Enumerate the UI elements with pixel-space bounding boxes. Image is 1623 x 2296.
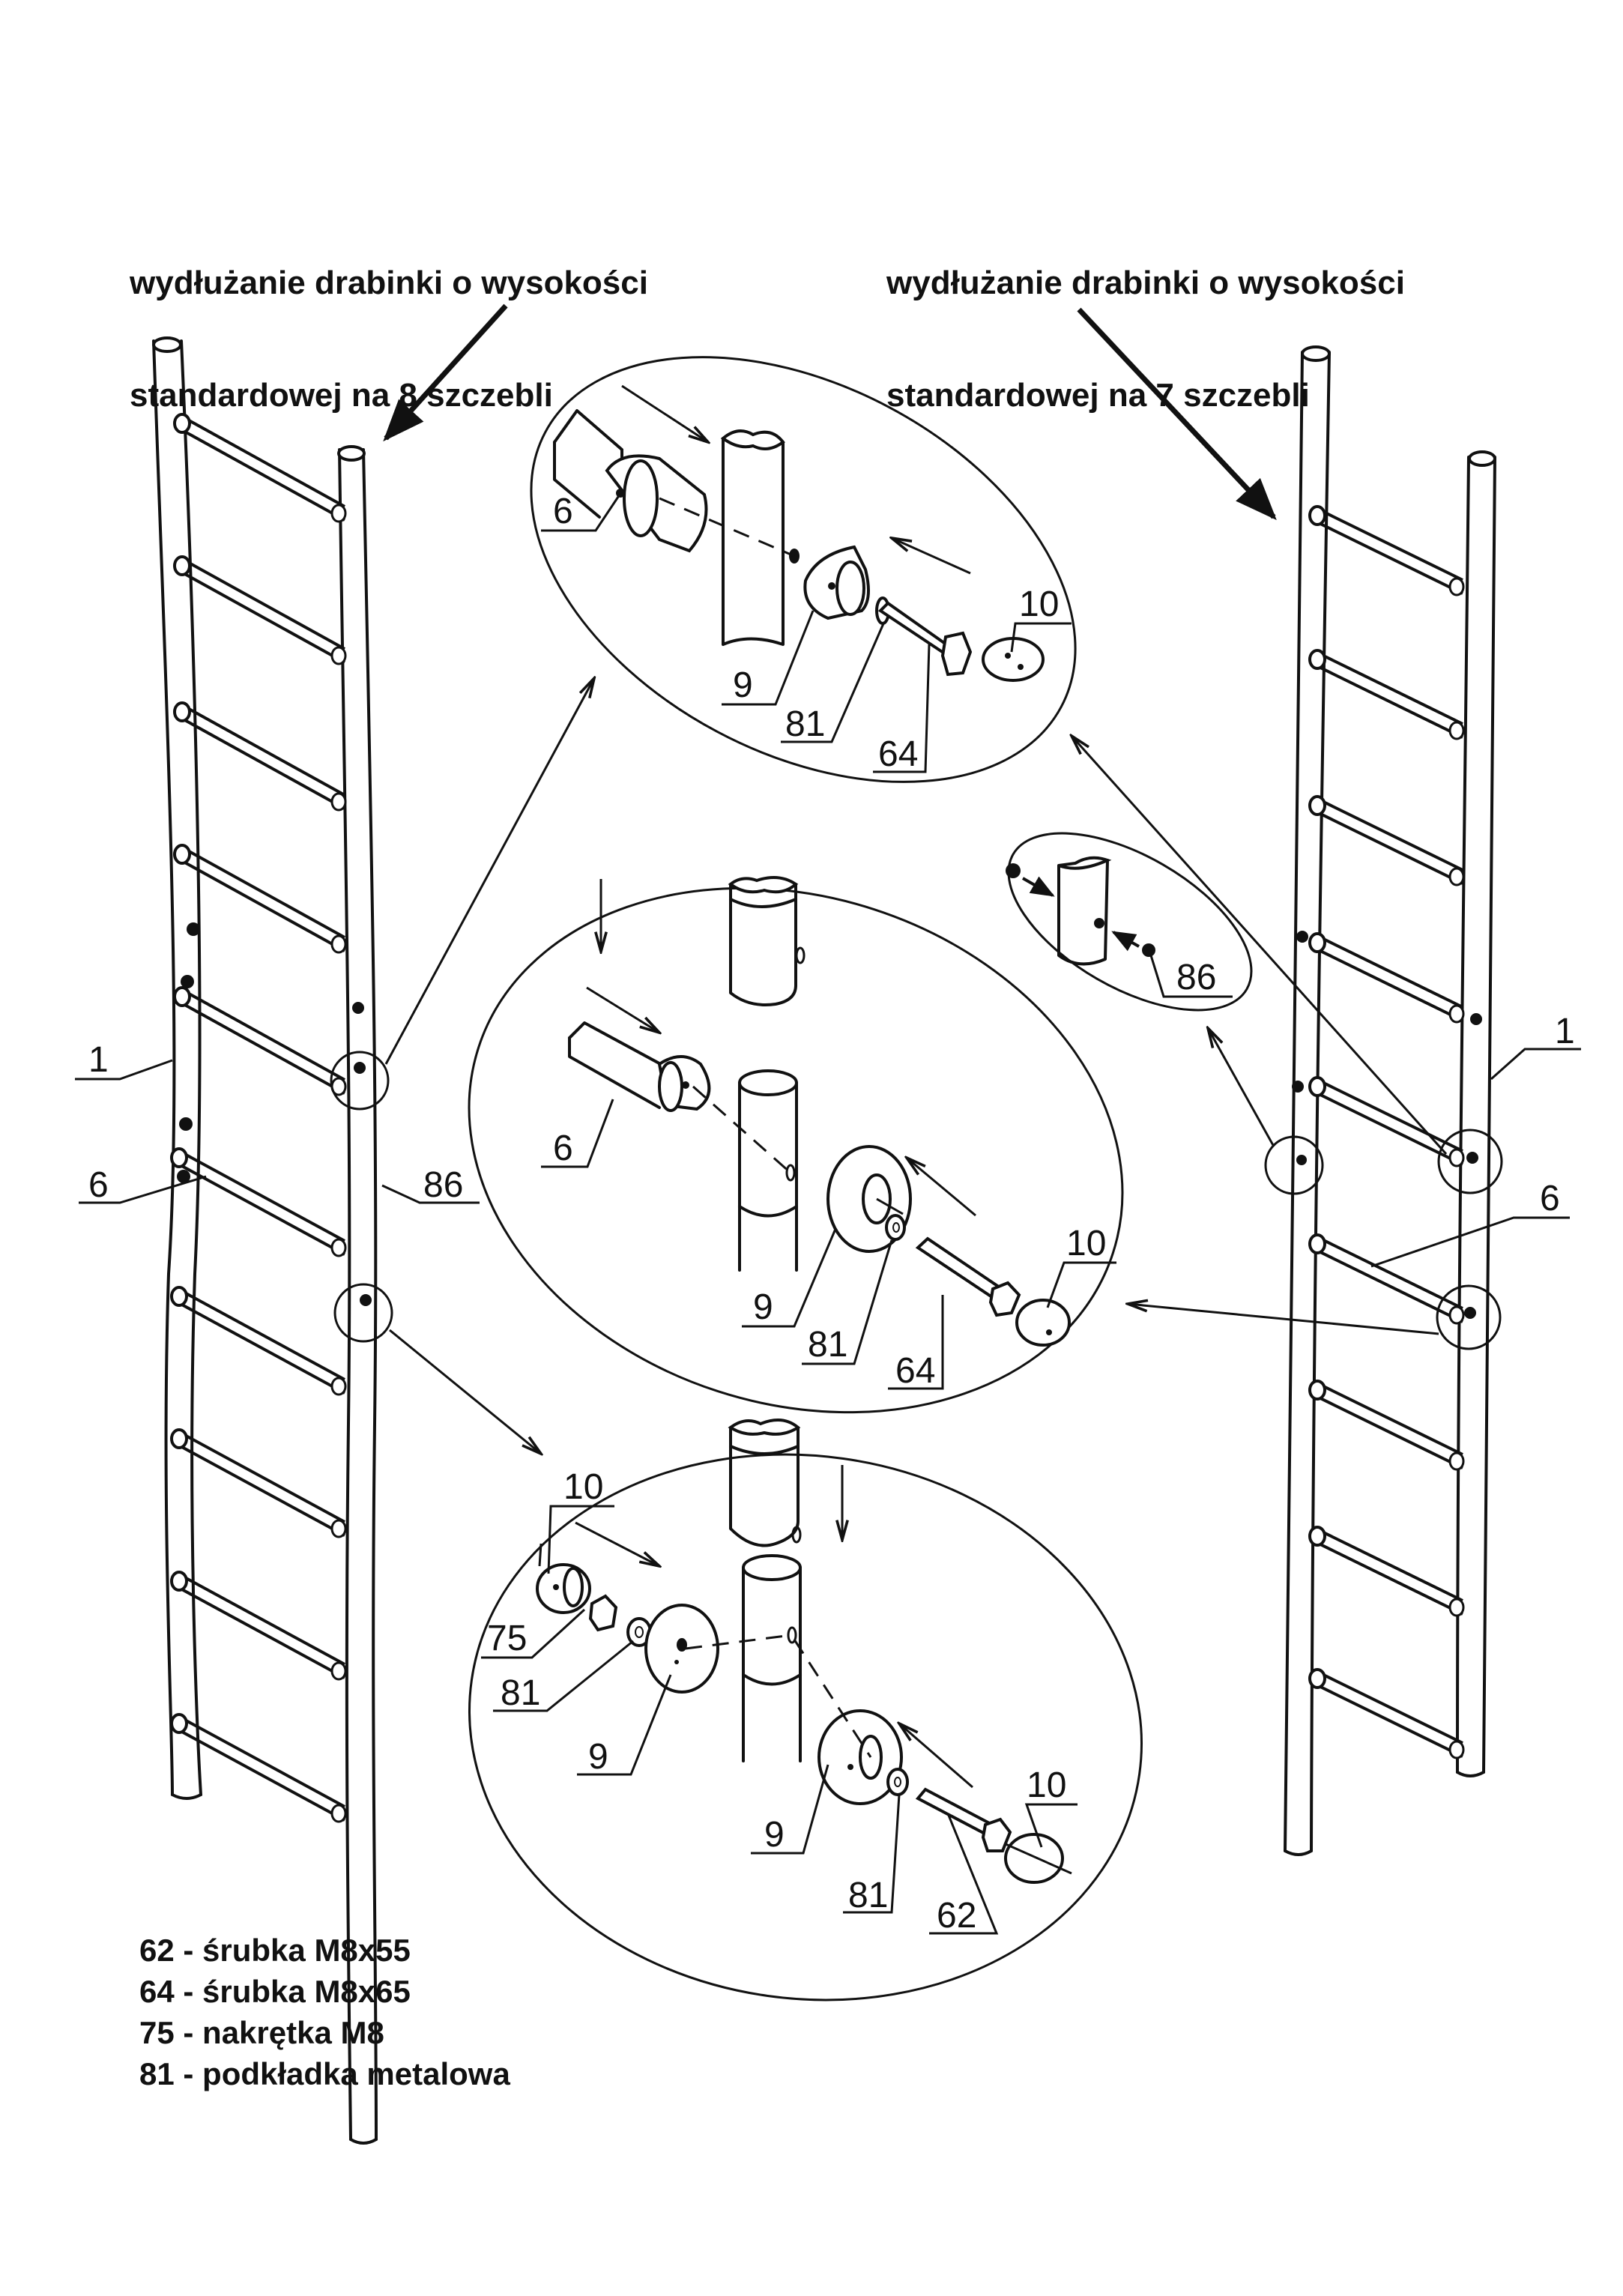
detail-bottom-label-81-left: 81 [501,1673,540,1713]
left-ladder [152,336,393,2145]
heading-left-line2: standardowej na 8 szczebli [130,377,553,414]
detail-pin: 86 [1006,832,1253,1012]
ladder-rung [1308,932,1465,1024]
ladder-rung [1308,1668,1465,1759]
right-ladder [1264,345,1503,1856]
heading-arrow-left [383,303,508,442]
detail-top-label-10: 10 [1019,584,1059,624]
detail-bottom-label-9-left: 9 [588,1737,608,1777]
left-label-86: 86 [423,1165,463,1205]
ladder-rung [1308,1526,1465,1617]
ladder-rung [173,701,347,812]
ladder-rung [170,1428,347,1538]
detail-middle [468,876,1124,1414]
rung-end-part [553,409,708,553]
ladder-rung [1308,1076,1465,1167]
leader-right-to-pin-detail [1208,1028,1275,1147]
right-ladder-callout-6: 6 [1370,1179,1570,1268]
left-label-1: 1 [88,1040,109,1080]
detail-bottom-label-62: 62 [937,1896,976,1936]
heading-right-line2: standardowej na 7 szczebli [886,377,1310,414]
detail-bottom-label-75: 75 [487,1619,527,1658]
detail-middle-label-81: 81 [808,1325,847,1365]
leader-right-to-top-detail [1072,736,1448,1155]
detail-middle-label-6: 6 [553,1129,573,1168]
heading-arrow-right [1077,307,1277,521]
detail-bottom-callouts: 10 75 81 9 9 81 62 10 [481,1467,1078,1936]
right-ladder-callout-1: 1 [1490,1012,1581,1081]
ladder-rung [1308,505,1465,596]
left-label-6: 6 [88,1165,109,1205]
ladder-rung [1308,795,1465,886]
ladder-rung [173,844,347,954]
legend-item: 62 - śrubka M8x55 [139,1933,411,1968]
ladder-rung [173,986,347,1096]
detail-middle-label-64: 64 [895,1351,935,1391]
left-ladder-callout-86: 86 [381,1165,480,1205]
detail-middle-callouts: 6 9 81 64 10 [541,1099,1116,1391]
legend-item: 64 - śrubka M8x65 [139,1974,411,2009]
ladder-rung [1308,1380,1465,1471]
heading-right: wydłużanie drabinki o wysokości standard… [886,190,1405,452]
left-ladder-detail-circle-1 [330,1051,390,1111]
ladder-rung [173,413,347,523]
ladder-rung [170,1147,347,1257]
detail-bottom-label-10-left: 10 [563,1467,603,1507]
left-ladder-callout-6: 6 [79,1165,207,1205]
detail-bottom-label-10-right: 10 [1027,1765,1066,1805]
right-label-6: 6 [1540,1179,1560,1218]
heading-left: wydłużanie drabinki o wysokości standard… [130,190,648,452]
left-ladder-detail-circle-2 [333,1283,393,1343]
parts-legend: 62 - śrubka M8x55 64 - śrubka M8x65 75 -… [139,1930,510,2094]
detail-top [530,356,1077,783]
ladder-rung [170,1571,347,1681]
detail-bottom [468,1419,1143,2002]
detail-top-callouts: 6 9 81 64 10 [541,492,1072,774]
ladder-rung [170,1713,347,1823]
legend-item: 81 - podkładka metalowa [139,2056,510,2091]
detail-pin-label-86: 86 [1176,958,1216,997]
detail-top-label-9: 9 [733,665,753,705]
detail-top-label-81: 81 [785,704,825,744]
right-ladder-detail-circle-1 [1264,1135,1324,1195]
heading-right-line1: wydłużanie drabinki o wysokości [886,265,1405,301]
ladder-rung [170,1286,347,1396]
leader-left-to-top-detail [384,678,594,1065]
right-label-1: 1 [1555,1012,1575,1051]
right-ladder-detail-circle-2 [1437,1129,1503,1194]
detail-bottom-label-81-right: 81 [848,1876,888,1915]
ladder-rung [173,555,347,665]
leader-left-to-bottom-detail [389,1329,541,1454]
heading-left-line1: wydłużanie drabinki o wysokości [130,265,648,301]
legend-item: 75 - nakrętka M8 [139,2015,384,2050]
detail-bottom-label-9-right: 9 [764,1815,785,1855]
detail-top-label-6: 6 [553,492,573,531]
detail-top-label-64: 64 [878,734,918,774]
leader-right-to-middle-detail [1128,1304,1439,1335]
ladder-rung [1308,1233,1465,1325]
ladder-rung [1308,649,1465,740]
left-ladder-callout-1: 1 [75,1040,173,1081]
detail-middle-label-10: 10 [1066,1224,1106,1263]
detail-middle-label-9: 9 [753,1287,773,1327]
right-ladder-detail-circle-3 [1436,1284,1502,1350]
